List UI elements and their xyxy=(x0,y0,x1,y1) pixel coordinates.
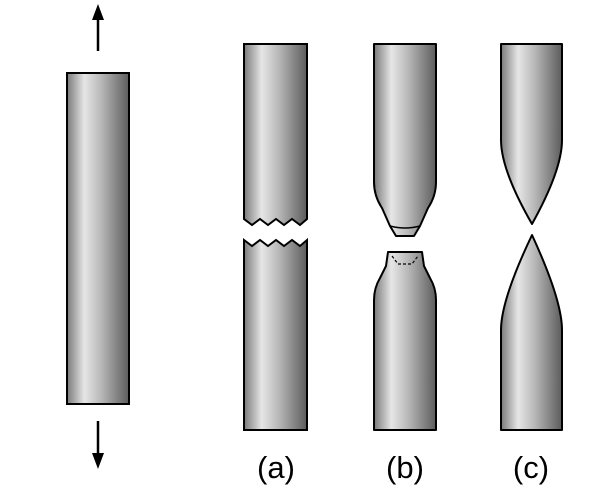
specimen-b-lower-cone-outline xyxy=(391,255,419,265)
arrow-up-icon xyxy=(92,4,104,51)
label-c: (c) xyxy=(513,450,549,485)
specimen-b-ductile xyxy=(373,43,437,431)
arrow-down-icon xyxy=(92,421,104,469)
specimen-c-necking xyxy=(500,43,563,431)
specimen-a-brittle xyxy=(243,43,308,431)
specimen-c-upper-piece xyxy=(500,43,563,225)
specimen-b-lower-piece xyxy=(373,251,437,431)
label-b: (b) xyxy=(386,450,424,485)
specimen-b-upper-cup-rim xyxy=(389,225,421,229)
specimen-b-upper-piece xyxy=(373,43,437,237)
specimen-a-upper-piece xyxy=(243,43,308,227)
unstressed-specimen xyxy=(66,72,130,405)
label-a: (a) xyxy=(257,450,295,485)
specimen-bar xyxy=(66,72,130,405)
specimen-c-lower-piece xyxy=(500,234,563,431)
specimen-a-lower-piece xyxy=(243,237,308,431)
